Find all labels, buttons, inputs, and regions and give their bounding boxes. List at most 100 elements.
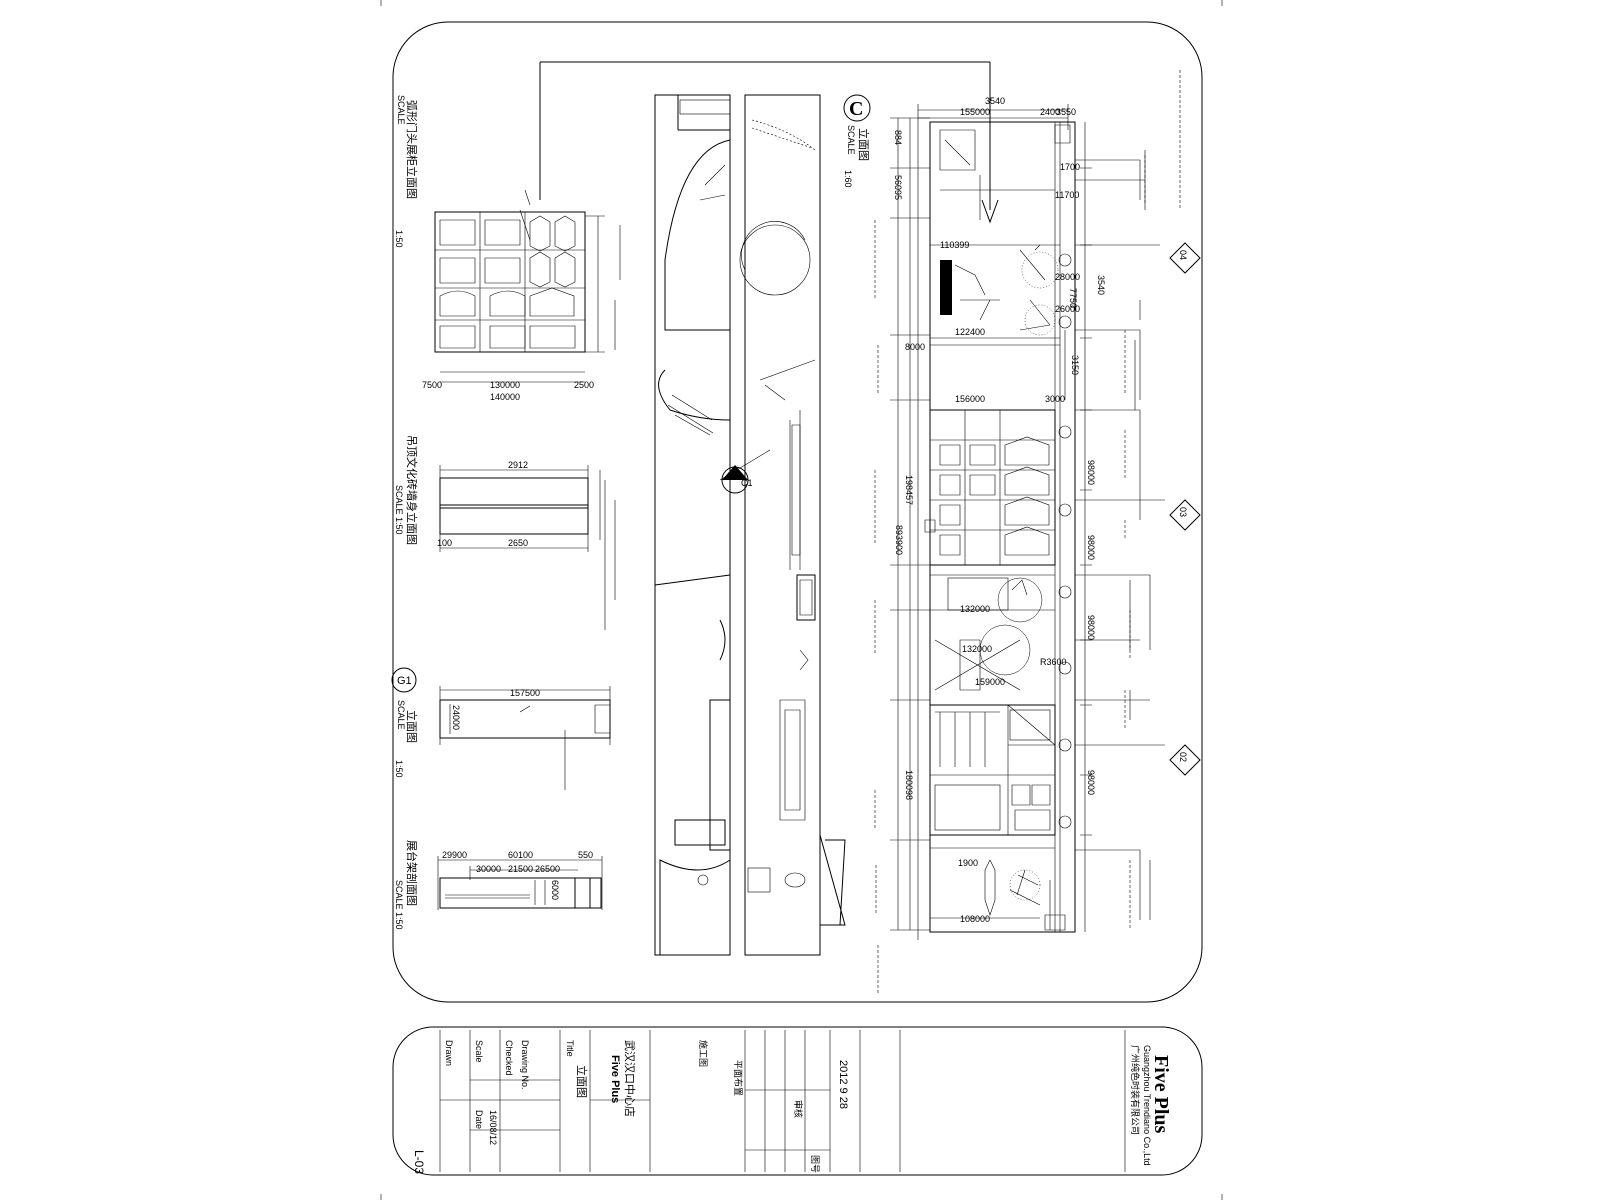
dim-l-1: 110399 [940, 240, 969, 250]
tb-drawing-name: 立面图 [575, 1065, 589, 1098]
detail-scale-1: 1:50 [394, 230, 404, 248]
dim-r-1: 1700 [1060, 162, 1080, 172]
section-marker-03-text: 03 [1178, 507, 1188, 517]
tb-note-3: 审核 [793, 1100, 804, 1118]
dim-sec-5: 21500 [508, 864, 533, 874]
brick-wall-elevation: 2912 2650 100 [437, 460, 616, 630]
g1-elevation: 157500 24000 [439, 686, 611, 790]
dim-g1-1: 157500 [510, 688, 540, 698]
dim-sec-4: 30000 [476, 864, 501, 874]
display-stand-section: 29900 60100 550 30000 21500 26500 6000 [437, 850, 603, 910]
detail-title-1: 弧形门头展柜立面图 [405, 100, 419, 199]
title-block-frame [392, 1026, 1203, 1176]
dim-cab-3: 2500 [574, 380, 594, 390]
g1-scale: 1:50 [394, 760, 404, 778]
tb-brand-logo: Five Plus [1150, 1055, 1172, 1134]
tb-label-drawing-no: Drawing No. [520, 1040, 530, 1090]
elev-c-scale: 1:60 [843, 170, 853, 188]
dim-sec-1: 29900 [442, 850, 467, 860]
dim-l-13: 108000 [960, 914, 990, 924]
detail-title-2: 吊顶文化砖墙身立面图 [405, 435, 419, 545]
dim-sec-6: 26500 [535, 864, 560, 874]
dim-l-8: 132000 [960, 604, 990, 614]
section-marker-03: 03 [1169, 499, 1201, 531]
dim-l-10: 159000 [975, 677, 1005, 687]
section-marker-04-text: 04 [1178, 250, 1188, 260]
dim-brick-1: 2912 [508, 460, 528, 470]
tb-date: 2012 9 28 [837, 1060, 849, 1109]
dim-r-radius: R3600 [1040, 657, 1067, 667]
tb-drawn-date: 16/08/12 [488, 1110, 498, 1145]
dim-r-3: 28000 [1055, 272, 1080, 282]
dim-l-5: 3000 [1045, 394, 1065, 404]
dim-cab-2: 130000 [490, 380, 520, 390]
detail-scale-3: SCALE 1:50 [394, 880, 404, 930]
detail-scale-2: SCALE 1:50 [394, 485, 404, 535]
dim-top-3: 2400 [1040, 107, 1060, 117]
tb-label-checked: Checked [504, 1040, 514, 1076]
dim-r-2: 11700 [1055, 190, 1079, 200]
plan-strips: C1 [539, 61, 991, 956]
dim-l-11: 180098 [904, 770, 914, 800]
dim-sec-3: 550 [578, 850, 593, 860]
tb-project-brand: Five Plus [609, 1055, 621, 1103]
dim-sec-7: 6000 [550, 880, 560, 900]
dim-l-7: 893900 [894, 525, 904, 555]
tb-label-drawn: Drawn [444, 1040, 454, 1066]
dim-cab-4: 140000 [490, 392, 520, 402]
section-marker-02-text: 02 [1178, 752, 1188, 762]
dim-top-4: 3550 [1056, 107, 1076, 117]
elev-c-tag: C [849, 98, 863, 120]
dim-l-9: 132000 [962, 644, 992, 654]
dim-r-7: 3150 [1070, 355, 1080, 375]
dim-l-top2: 56095 [893, 175, 903, 200]
dim-brick-3: 100 [437, 538, 452, 548]
drawing-frame [392, 21, 1203, 1003]
dim-top-2: 155000 [960, 107, 990, 117]
tb-company-cn: 广州纯色时装有限公司 [1130, 1045, 1141, 1135]
dim-l-top: 884 [893, 130, 903, 145]
tb-note-4: 图号 [810, 1155, 820, 1173]
annotation-notes [874, 70, 1181, 995]
dim-l-12: 1900 [958, 858, 978, 868]
section-marker-02: 02 [1169, 744, 1201, 776]
dim-top-1: 3540 [985, 96, 1005, 106]
elev-c-scale-word: SCALE [846, 125, 856, 155]
cabinet-elevation: 7500 130000 2500 140000 [422, 189, 621, 402]
tb-company-en: Guangzhou Trendiano Co.,Ltd [1142, 1045, 1152, 1166]
g1-title: 立面图 [405, 710, 419, 743]
dim-sec-2: 60100 [508, 850, 533, 860]
section-marker-04: 04 [1169, 242, 1201, 274]
dim-l-4: 156000 [955, 394, 985, 404]
dim-l-6: 198457 [904, 475, 914, 505]
dim-brick-2: 2650 [508, 538, 528, 548]
dim-r-4: 3540 [1096, 275, 1106, 295]
dim-r-6: 26000 [1055, 304, 1080, 314]
g1-marker-tag: G1 [397, 675, 412, 687]
dim-cab-1: 7500 [422, 380, 442, 390]
dim-g1-2: 24000 [451, 705, 461, 730]
tb-note-2: 平面布置 [733, 1060, 744, 1096]
tb-label-date: Date [474, 1110, 484, 1129]
main-elevation-c: 3540 155000 2400 3550 110399 122400 8000 [890, 80, 1201, 940]
dim-r-8: 98000 [1086, 460, 1096, 485]
plan-marker-c1: C1 [741, 478, 753, 488]
tb-note-1: 施工图 [698, 1040, 709, 1067]
tb-label-title: Title [565, 1040, 575, 1057]
left-column-details: SCALE 弧形门头展柜立面图 1:50 7500 130000 2500 14… [391, 95, 621, 930]
tb-project-name: 武汉汉口中心店 [623, 1040, 637, 1117]
dim-r-11: 98000 [1086, 770, 1096, 795]
dim-l-3: 8000 [905, 342, 925, 352]
dim-r-9: 98000 [1086, 535, 1096, 560]
dim-l-2: 122400 [955, 327, 985, 337]
dim-r-5: 7750 [1068, 288, 1078, 308]
sheet-number: L-03 [412, 1150, 426, 1174]
elev-c-title: 立面图 [857, 128, 871, 161]
dim-r-10: 98000 [1086, 615, 1096, 640]
detail-title-3: 展台架剖面图 [405, 840, 419, 906]
g1-scale-word: SCALE [396, 700, 406, 730]
scale-label-1: SCALE [396, 95, 406, 125]
tb-label-scale: Scale [474, 1040, 484, 1063]
title-block: L-03 Drawn Scale Date 16/08/12 Checked D… [412, 1030, 1172, 1174]
